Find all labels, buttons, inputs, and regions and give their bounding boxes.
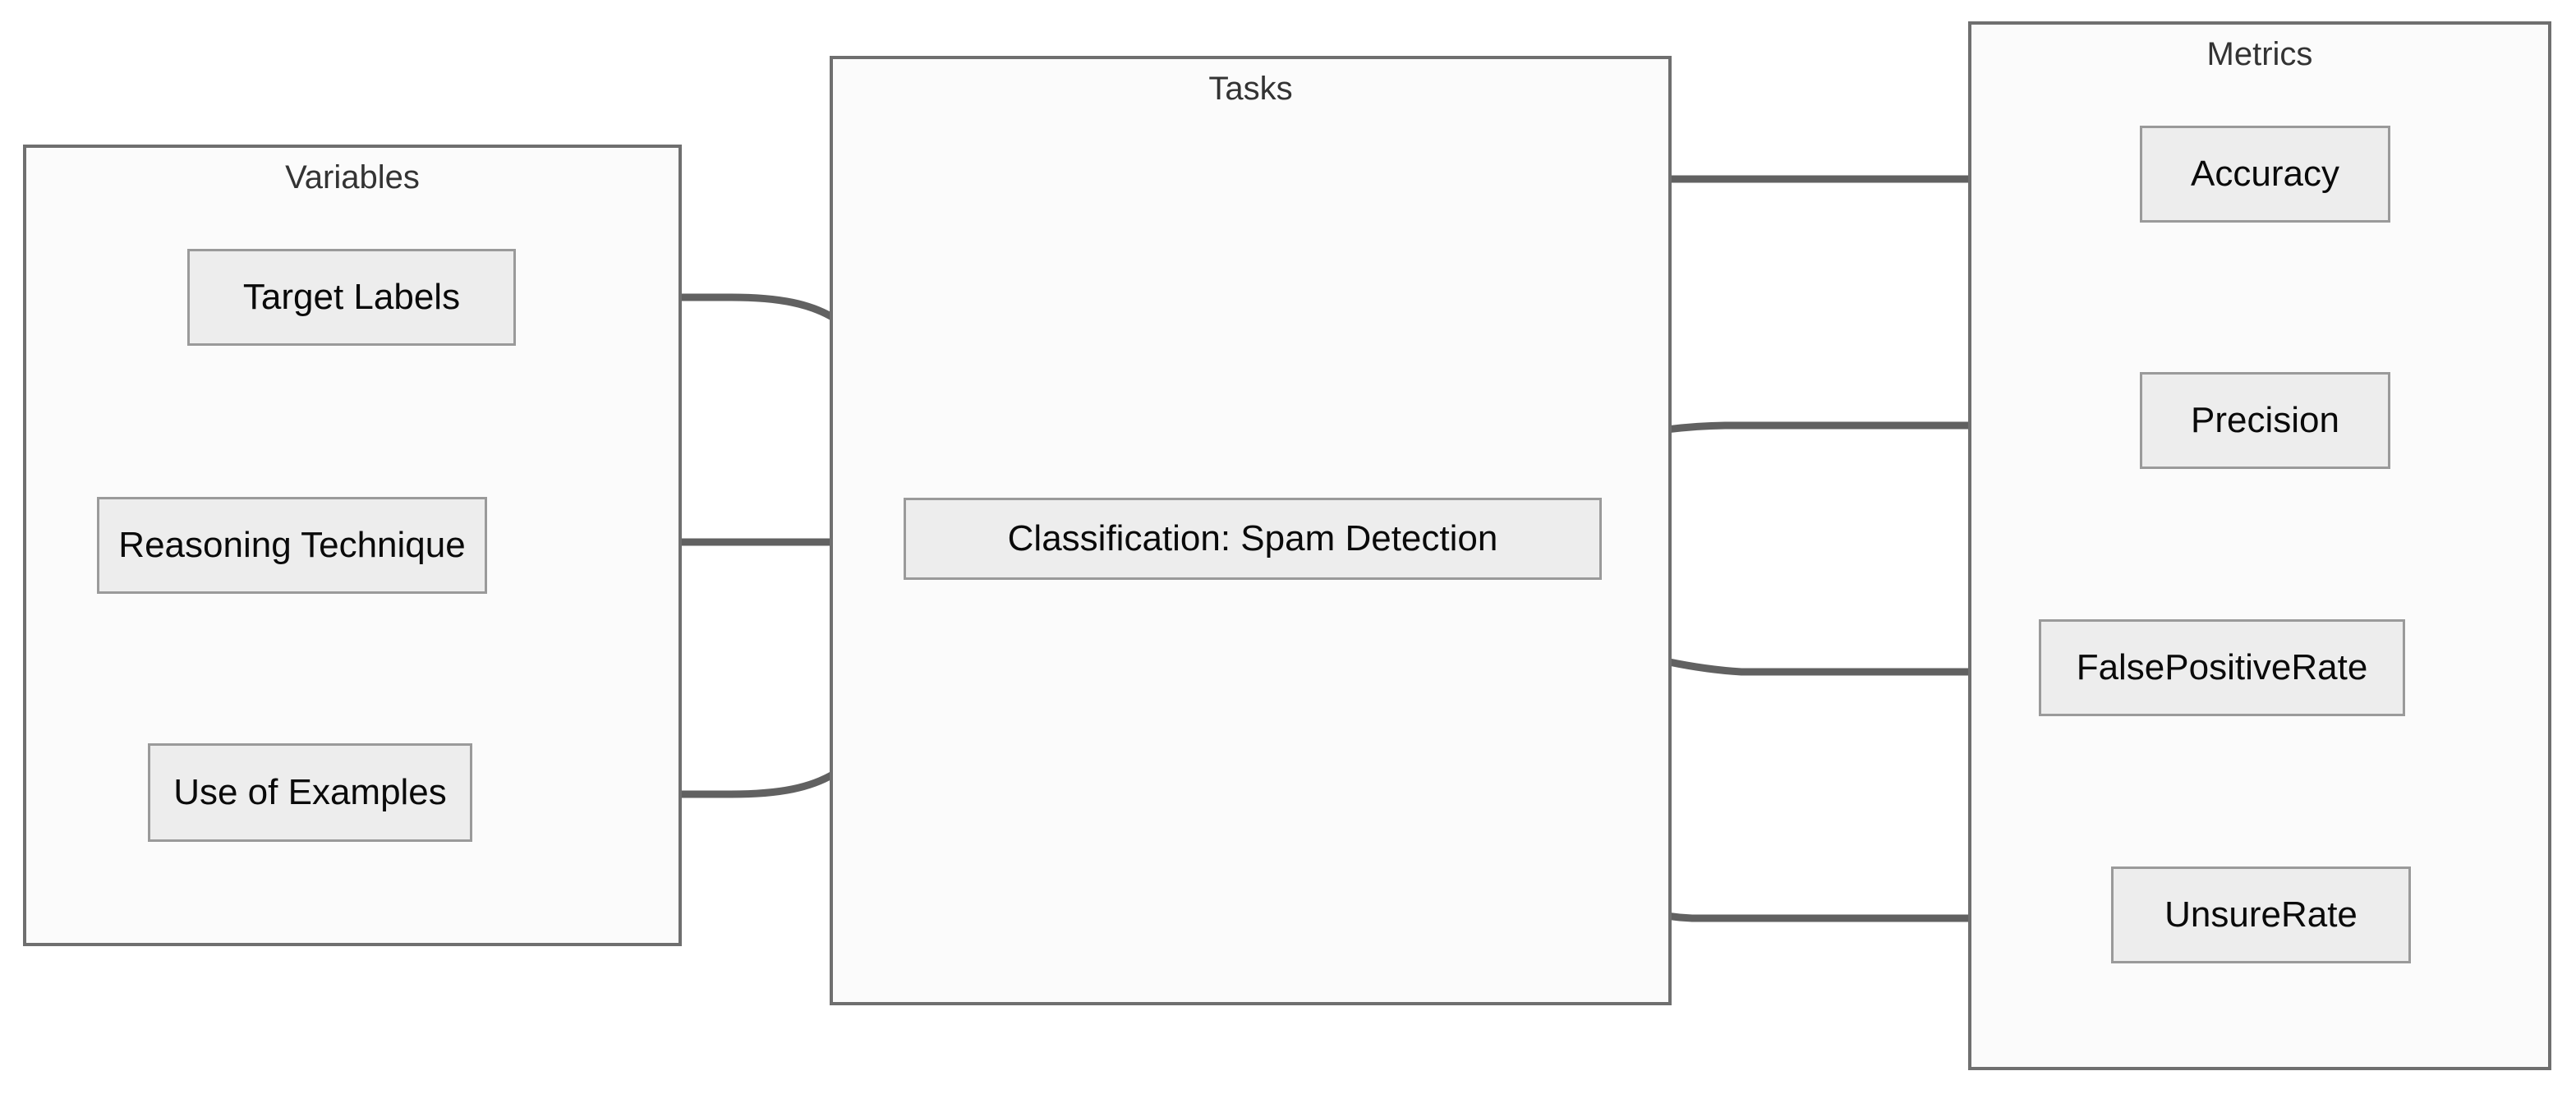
cluster-tasks-title: Tasks xyxy=(1208,71,1293,107)
node-use-of-examples[interactable]: Use of Examples xyxy=(148,743,472,842)
node-false-positive-rate-label: FalsePositiveRate xyxy=(2076,646,2368,687)
node-false-positive-rate[interactable]: FalsePositiveRate xyxy=(2039,619,2405,716)
node-unsure-rate[interactable]: UnsureRate xyxy=(2111,866,2411,963)
node-accuracy-label: Accuracy xyxy=(2191,153,2339,194)
cluster-metrics-title: Metrics xyxy=(2206,36,2313,72)
node-accuracy[interactable]: Accuracy xyxy=(2140,126,2390,223)
node-classification-spam-detection[interactable]: Classification: Spam Detection xyxy=(904,498,1602,580)
node-precision-label: Precision xyxy=(2191,399,2339,440)
node-classification-spam-detection-label: Classification: Spam Detection xyxy=(1007,517,1498,558)
node-reasoning-technique-label: Reasoning Technique xyxy=(118,524,466,565)
node-unsure-rate-label: UnsureRate xyxy=(2164,894,2358,935)
node-reasoning-technique[interactable]: Reasoning Technique xyxy=(97,497,487,594)
node-target-labels[interactable]: Target Labels xyxy=(187,249,516,346)
node-use-of-examples-label: Use of Examples xyxy=(173,771,447,812)
cluster-variables-title: Variables xyxy=(285,159,420,195)
node-target-labels-label: Target Labels xyxy=(242,276,461,317)
node-precision[interactable]: Precision xyxy=(2140,372,2390,469)
